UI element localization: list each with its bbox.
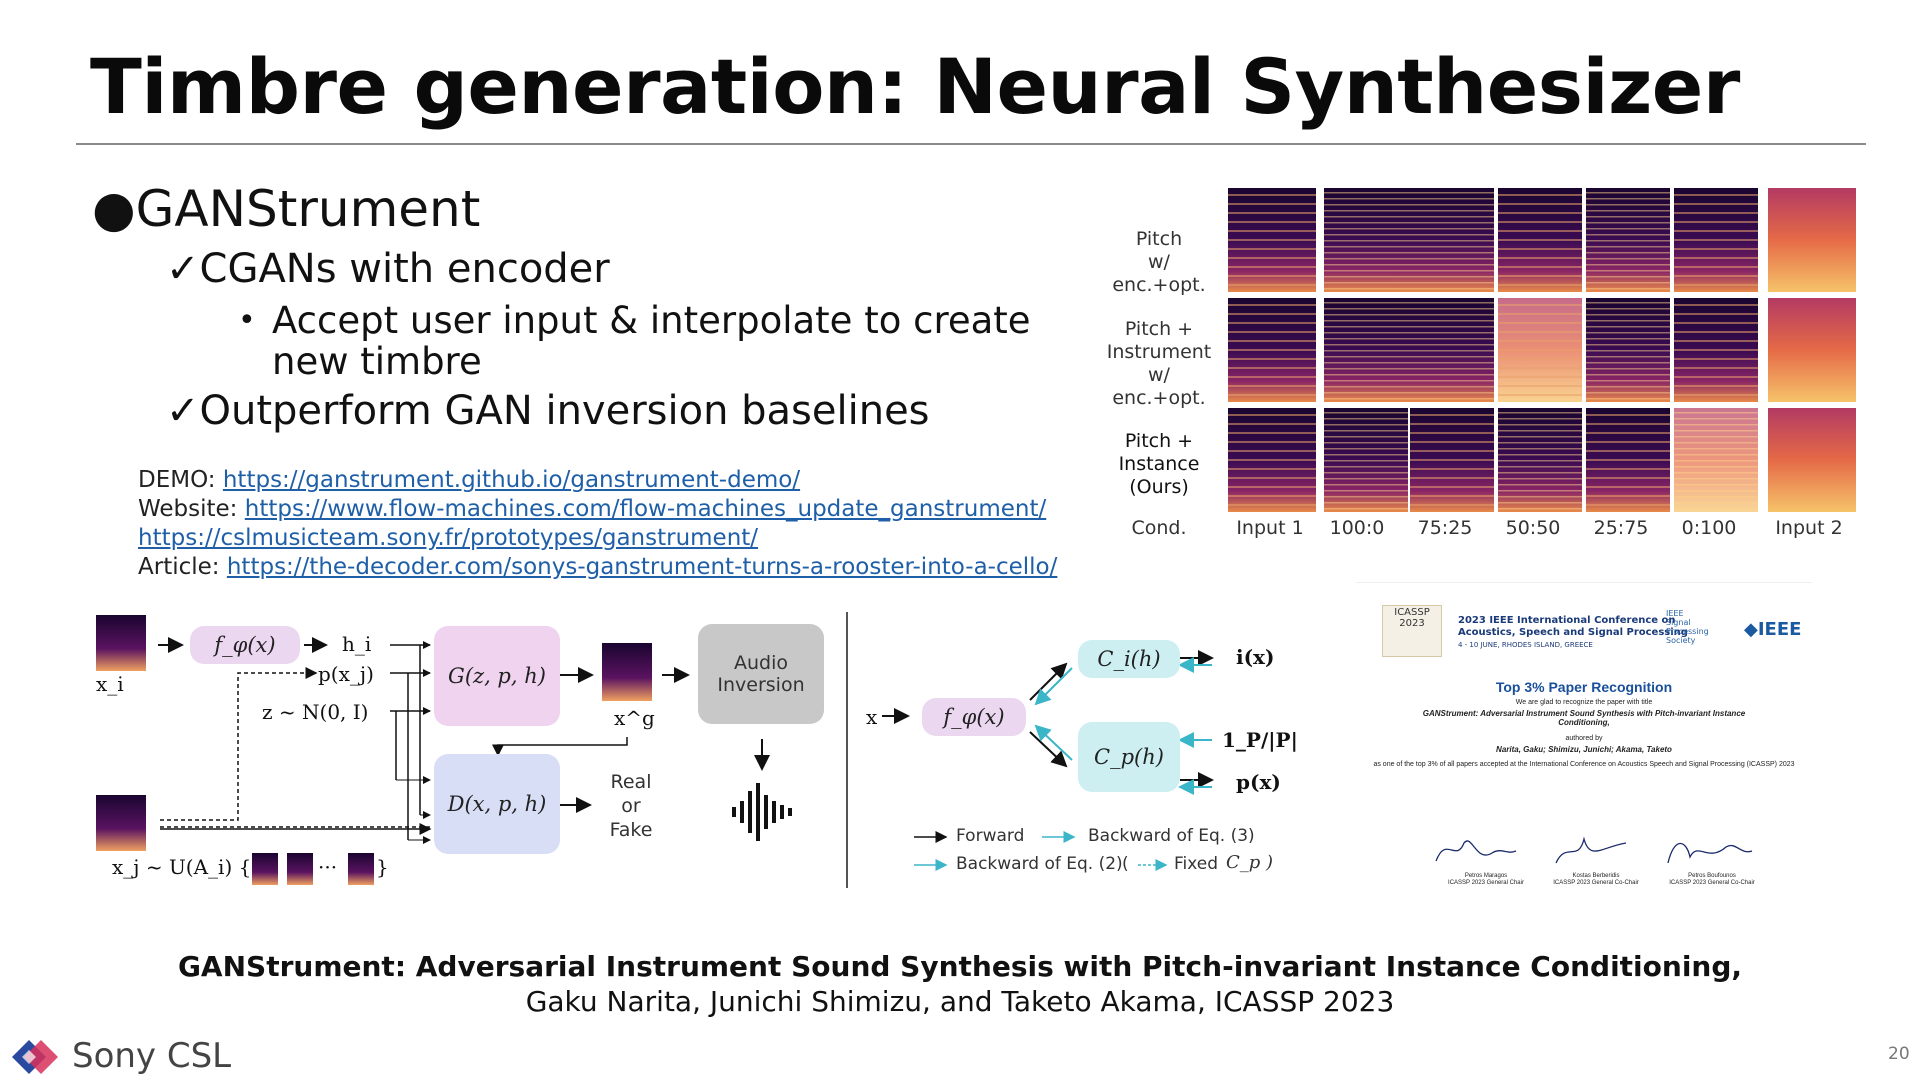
signature-1-caption: Petros Maragos ICASSP 2023 General Chair — [1448, 873, 1524, 886]
check-text: CGANs with encoder — [199, 246, 610, 292]
check-marker: ✓ — [166, 246, 200, 292]
ieee-logo: ◆IEEE — [1744, 619, 1802, 640]
legend-backward3: Backward of Eq. (3) — [1088, 826, 1255, 846]
check-marker: ✓ — [166, 388, 200, 434]
row-label-pitch: Pitch w/ enc.+opt. — [1112, 228, 1206, 296]
bullet-ganstrument: ●GANStrument — [92, 180, 480, 238]
sps-logo: IEEE Signal Processing Society — [1666, 609, 1709, 645]
legend-forward: Forward — [956, 826, 1025, 846]
check-item-cgans: ✓CGANs with encoder — [166, 246, 610, 292]
sub-marker: • — [238, 303, 256, 338]
sub-text: Accept user input & interpolate to creat… — [272, 299, 1031, 383]
real-fake-label: Real or Fake — [609, 771, 653, 841]
csl-link[interactable]: https://cslmusicteam.sony.fr/prototypes/… — [138, 525, 759, 551]
bullet-text: GANStrument — [135, 180, 481, 238]
x-input-label: x — [866, 705, 878, 729]
award-statement: as one of the top 3% of all papers accep… — [1373, 761, 1795, 768]
ellipsis-label: ··· — [318, 855, 338, 879]
sub-item-interpolate: • Accept user input & interpolate to cre… — [232, 300, 1032, 382]
instance-classifier-box: C_i(h) — [1078, 640, 1180, 678]
paper-title-caption: GANStrument: Adversarial Instrument Soun… — [177, 950, 1743, 983]
encoder-box: f_φ(x) — [190, 626, 300, 664]
onep-label: 1_P/|P| — [1222, 728, 1298, 752]
discriminator-box: D(x, p, h) — [434, 754, 560, 854]
col-label-input2: Input 2 — [1775, 517, 1843, 539]
close-brace: } — [376, 855, 389, 879]
px-label: p(x) — [1236, 770, 1281, 794]
col-label-0-100: 0:100 — [1681, 517, 1737, 539]
signature-2-caption: Kostas Berberidis ICASSP 2023 General Co… — [1553, 873, 1639, 886]
audio-inversion-box: Audio Inversion — [698, 624, 824, 724]
check-item-outperform: ✓Outperform GAN inversion baselines — [166, 388, 930, 434]
award-authors: Narita, Gaku; Shimizu, Junichi; Akama, T… — [1496, 745, 1672, 754]
z-label: z ~ N(0, I) — [262, 700, 369, 724]
col-label-cond: Cond. — [1131, 517, 1187, 539]
pxj-label: p(x_j) — [318, 662, 374, 686]
links-block: DEMO: https://ganstrument.github.io/gans… — [138, 466, 1057, 582]
legend-fixed: Fixed — [1174, 854, 1219, 874]
award-authored-by: authored by — [1565, 735, 1603, 742]
conference-name: 2023 IEEE International Conference on Ac… — [1458, 615, 1688, 638]
title-divider — [76, 143, 1866, 145]
award-certificate: ICASSP 2023 2023 IEEE International Conf… — [1356, 582, 1812, 893]
xi-label: x_i — [96, 672, 124, 696]
hi-label: h_i — [342, 632, 372, 656]
website-link[interactable]: https://www.flow-machines.com/flow-machi… — [244, 496, 1047, 522]
award-paper-title: GANStrument: Adversarial Instrument Soun… — [1422, 709, 1746, 727]
sony-csl-logo-icon — [12, 1040, 58, 1074]
website-label: Website: — [138, 496, 238, 522]
signatures — [1435, 836, 1753, 864]
xj-label: x_j ~ U(A_i) { — [112, 855, 252, 879]
award-intro: We are glad to recognize the paper with … — [1515, 699, 1653, 706]
generator-box: G(z, p, h) — [434, 626, 560, 726]
award-heading: Top 3% Paper Recognition — [1495, 679, 1673, 695]
signature-3-caption: Petros Boufounos ICASSP 2023 General Co-… — [1669, 873, 1755, 886]
classifier-arrows — [882, 650, 1214, 871]
icassp-logo — [1382, 605, 1442, 657]
ix-label: i(x) — [1236, 645, 1275, 669]
col-label-50-50: 50:50 — [1505, 517, 1561, 539]
col-label-100-0: 100:0 — [1329, 517, 1385, 539]
bullet-marker: ● — [92, 180, 136, 238]
architecture-arrows — [96, 615, 792, 885]
paper-authors-caption: Gaku Narita, Junichi Shimizu, and Taketo… — [525, 985, 1395, 1018]
legend-fixed-open: ( — [1122, 854, 1129, 874]
legend-fixed-var: C_p ) — [1226, 852, 1274, 873]
row-label-pitch-instrument: Pitch + Instrument w/ enc.+opt. — [1106, 318, 1212, 409]
check-text: Outperform GAN inversion baselines — [199, 388, 930, 434]
demo-link[interactable]: https://ganstrument.github.io/ganstrumen… — [222, 467, 801, 493]
legend-backward2: Backward of Eq. (2) — [956, 854, 1123, 874]
sony-csl-logo-text: Sony CSL — [72, 1036, 232, 1076]
col-label-input1: Input 1 — [1236, 517, 1304, 539]
classifier-encoder-box: f_φ(x) — [922, 698, 1026, 736]
article-link[interactable]: https://the-decoder.com/sonys-ganstrumen… — [226, 554, 1058, 580]
demo-label: DEMO: — [138, 467, 216, 493]
article-label: Article: — [138, 554, 220, 580]
col-label-25-75: 25:75 — [1593, 517, 1649, 539]
spectrogram-grid — [1228, 188, 1856, 512]
pitch-classifier-box: C_p(h) — [1078, 722, 1180, 792]
page-title: Timbre generation: Neural Synthesizer — [90, 42, 1740, 131]
xg-label: x^g — [614, 706, 655, 730]
conference-dates: 4 - 10 JUNE, RHODES ISLAND, GREECE — [1458, 641, 1593, 649]
row-label-pitch-instance: Pitch + Instance (Ours) — [1118, 430, 1200, 498]
col-label-75-25: 75:25 — [1417, 517, 1473, 539]
page-number: 20 — [1888, 1044, 1910, 1064]
icassp-logo-text: ICASSP 2023 — [1394, 607, 1430, 629]
diagram-divider — [846, 612, 848, 888]
